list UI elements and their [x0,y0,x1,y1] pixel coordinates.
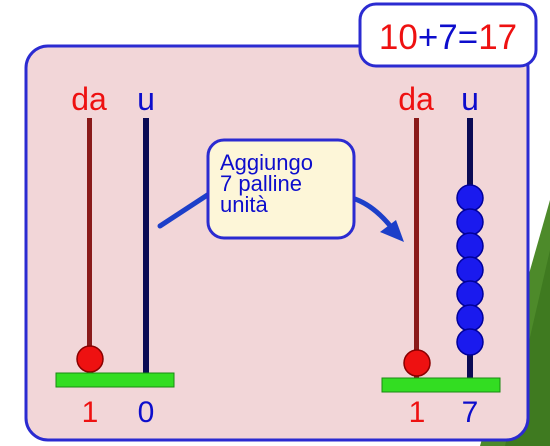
right-units-digit: 7 [462,396,479,429]
equation-box: 10+7=17 [358,2,538,68]
callout-line-2: 7 palline [220,171,302,196]
callout: Aggiungo 7 palline unità [157,138,404,242]
equation-plus: + [418,18,438,57]
right-tens-rod [414,118,419,380]
left-units-rod [143,118,149,376]
right-units-bead [456,304,484,332]
right-units-bead [456,208,484,236]
left-units-digit: 0 [138,396,155,429]
callout-line-1: Aggiungo [220,150,313,175]
left-tens-digit: 1 [82,396,99,429]
right-tens-label: da [398,81,434,117]
equation-equals: = [458,18,478,57]
right-units-bead [456,280,484,308]
right-abacus: da u 1 7 [381,81,501,429]
right-tens-digit: 1 [409,396,426,429]
equation-first: 10 [379,18,418,57]
right-units-bead [456,232,484,260]
equation-second: 7 [438,18,457,57]
equation-frame [358,2,538,68]
right-base [381,377,501,393]
left-tens-bead [76,345,104,373]
right-units-bead [456,256,484,284]
right-units-bead [456,328,484,356]
callout-left-line [157,189,215,229]
callout-box [206,138,356,240]
callout-arrowhead-icon [380,220,404,242]
equation-result: 17 [478,18,517,57]
left-abacus: da u 1 0 [55,81,175,429]
main-panel [24,44,530,442]
callout-line-3: unità [220,192,268,217]
right-units-bead [456,184,484,212]
equation-text: 10+7=17 [379,18,517,57]
right-units-label: u [461,81,479,117]
left-tens-rod [87,118,92,376]
left-tens-label: da [71,81,107,117]
left-base [55,372,175,388]
right-tens-bead [403,349,431,377]
left-units-label: u [137,81,155,117]
